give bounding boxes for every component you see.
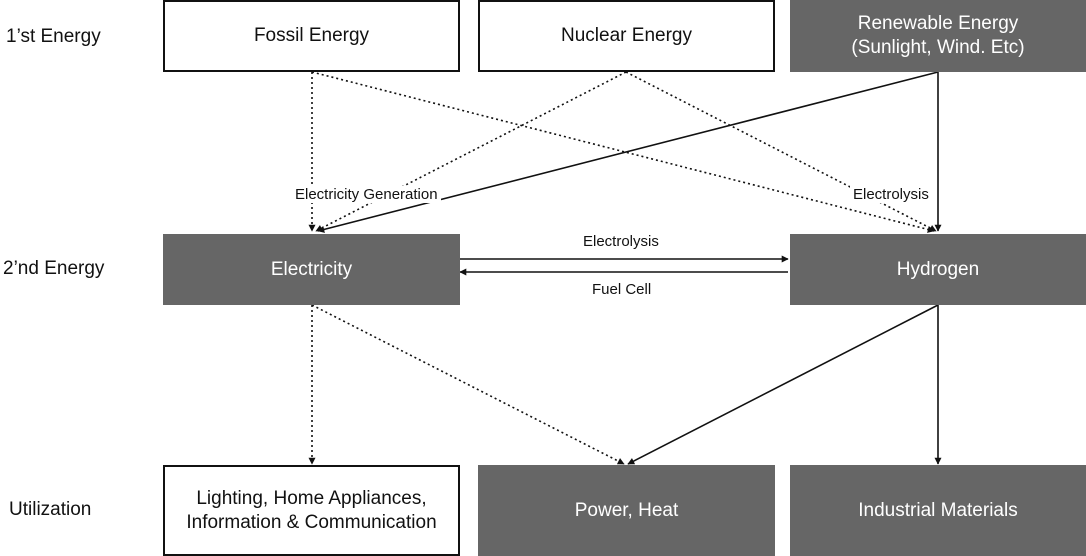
nuclear-to-electricity-line [315, 71, 627, 232]
node-electricity: Electricity [163, 234, 460, 305]
row-label-first-energy: 1’st Energy [6, 26, 101, 47]
node-industrial-materials-label: Industrial Materials [858, 499, 1018, 521]
node-power-heat-label: Power, Heat [574, 499, 679, 521]
edge-label-fuel-cell: Fuel Cell [589, 281, 655, 298]
node-power-heat: Power, Heat [478, 465, 775, 556]
node-lighting-appliances-label: Lighting, Home Appliances, Information &… [186, 487, 437, 533]
edge-label-electrolysis-top: Electrolysis [850, 186, 932, 203]
node-renewable-energy: Renewable Energy (Sunlight, Wind. Etc) [790, 0, 1086, 72]
hydrogen-to-power-line [627, 304, 939, 465]
node-electricity-label: Electricity [270, 258, 353, 280]
node-hydrogen-label: Hydrogen [896, 258, 980, 280]
node-fossil-energy-label: Fossil Energy [253, 25, 370, 46]
nuclear-to-hydrogen-line [625, 71, 937, 232]
edge-label-electricity-generation: Electricity Generation [292, 186, 441, 203]
node-nuclear-energy-label: Nuclear Energy [561, 25, 692, 46]
node-fossil-energy: Fossil Energy [163, 0, 460, 72]
row-label-utilization: Utilization [9, 499, 92, 520]
row-label-second-energy: 2’nd Energy [3, 258, 105, 279]
node-renewable-energy-label: Renewable Energy (Sunlight, Wind. Etc) [851, 13, 1025, 58]
node-nuclear-energy: Nuclear Energy [478, 0, 775, 72]
electricity-to-power-line [311, 304, 625, 465]
renewable-to-electricity-line [317, 71, 939, 233]
node-industrial-materials: Industrial Materials [790, 465, 1086, 556]
edge-label-electrolysis-mid: Electrolysis [580, 233, 662, 250]
node-hydrogen: Hydrogen [790, 234, 1086, 305]
fossil-to-hydrogen-line [311, 71, 935, 233]
node-lighting-appliances: Lighting, Home Appliances, Information &… [163, 465, 460, 556]
